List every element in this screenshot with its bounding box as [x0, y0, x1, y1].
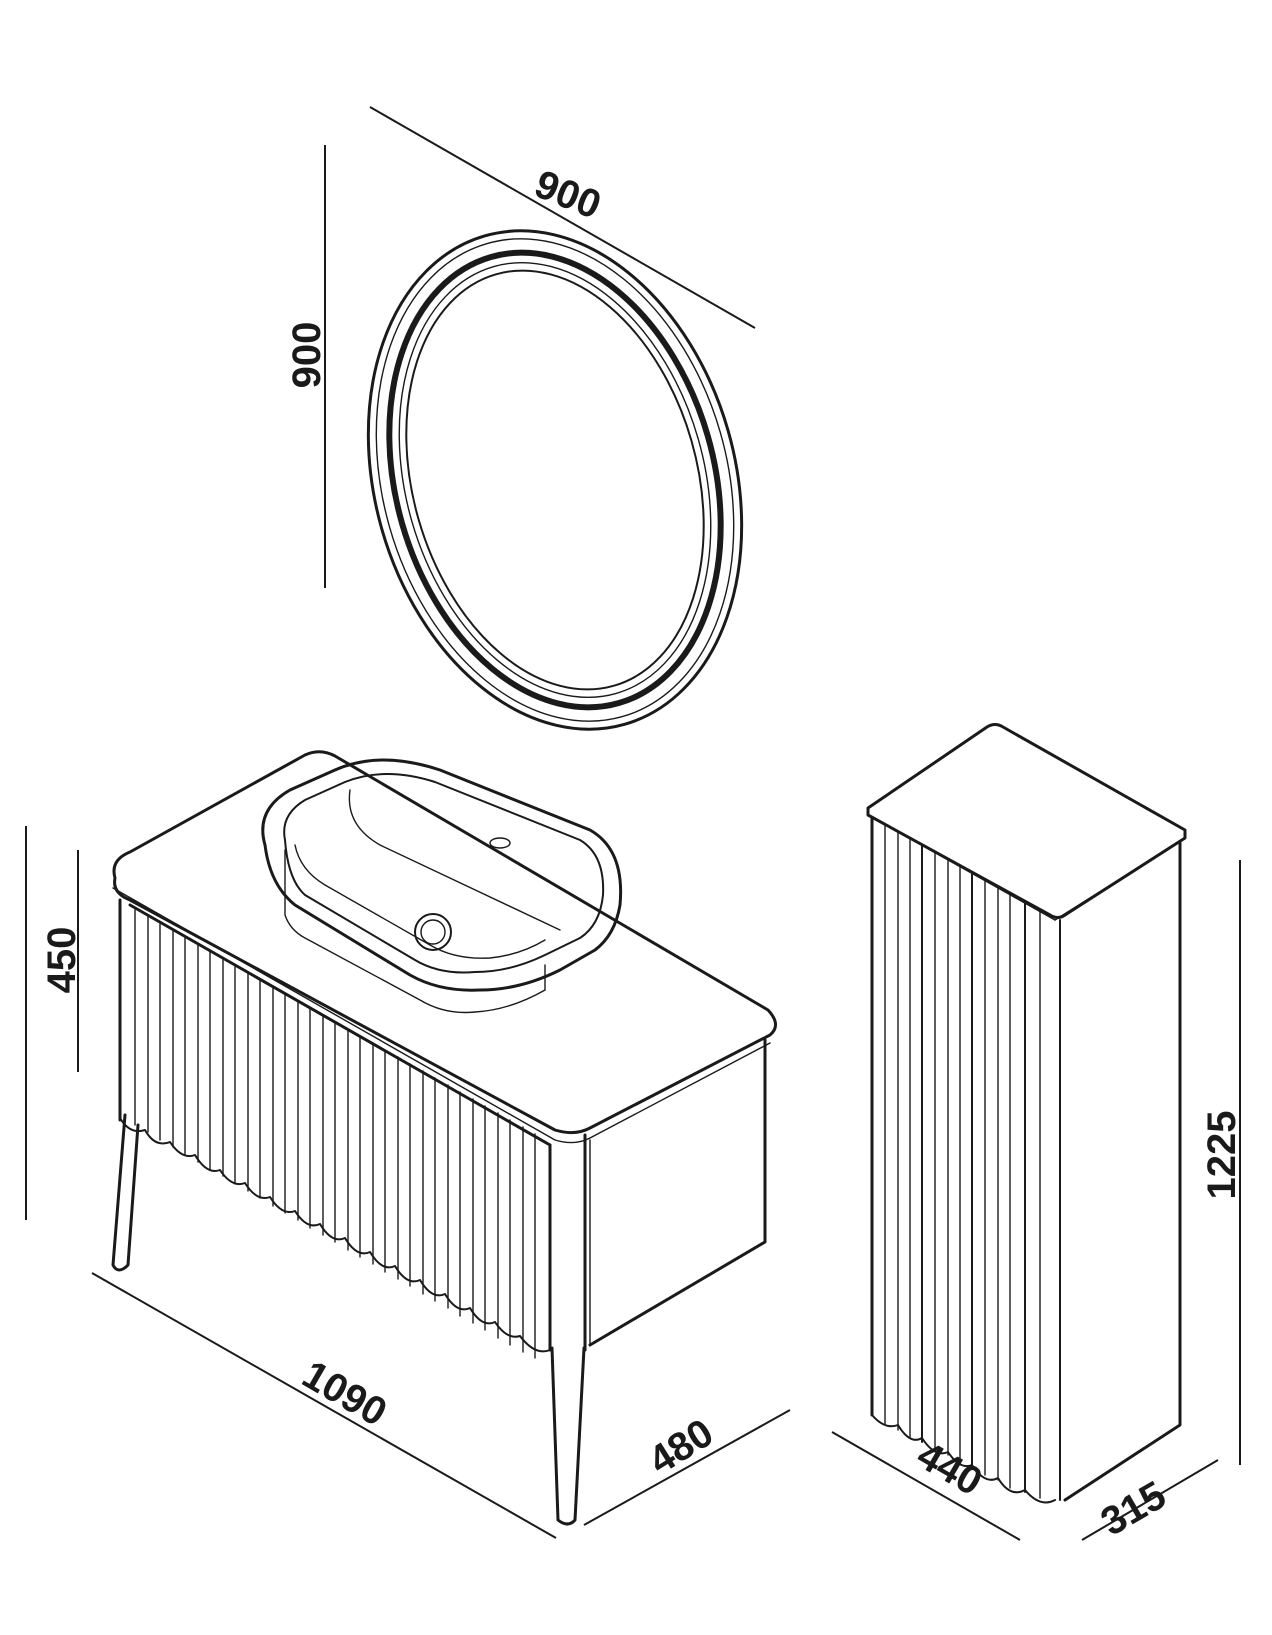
mirror-height-label: 900: [285, 322, 329, 389]
vanity-width-label: 1090: [295, 1352, 394, 1435]
vanity-cabinet: [111, 750, 777, 1526]
tall-unit-width-label: 440: [910, 1433, 990, 1504]
vanity-depth-label: 480: [641, 1411, 721, 1484]
vanity-height-label: 450: [40, 927, 84, 994]
tall-unit-depth-label: 315: [1094, 1473, 1174, 1544]
vanity-width-line: [91, 1272, 557, 1539]
tall-unit-width-line: [831, 1431, 1021, 1541]
mirror-width-label: 900: [529, 162, 607, 228]
tall-unit-depth-line: [1081, 1459, 1219, 1541]
tall-unit-height-label: 1225: [1200, 1111, 1244, 1200]
vanity-depth-line: [583, 1409, 791, 1526]
mirror-width-line: [369, 106, 756, 329]
tall-cabinet: [866, 723, 1187, 1504]
vessel-basin: [261, 758, 623, 1014]
round-mirror: [366, 229, 744, 731]
